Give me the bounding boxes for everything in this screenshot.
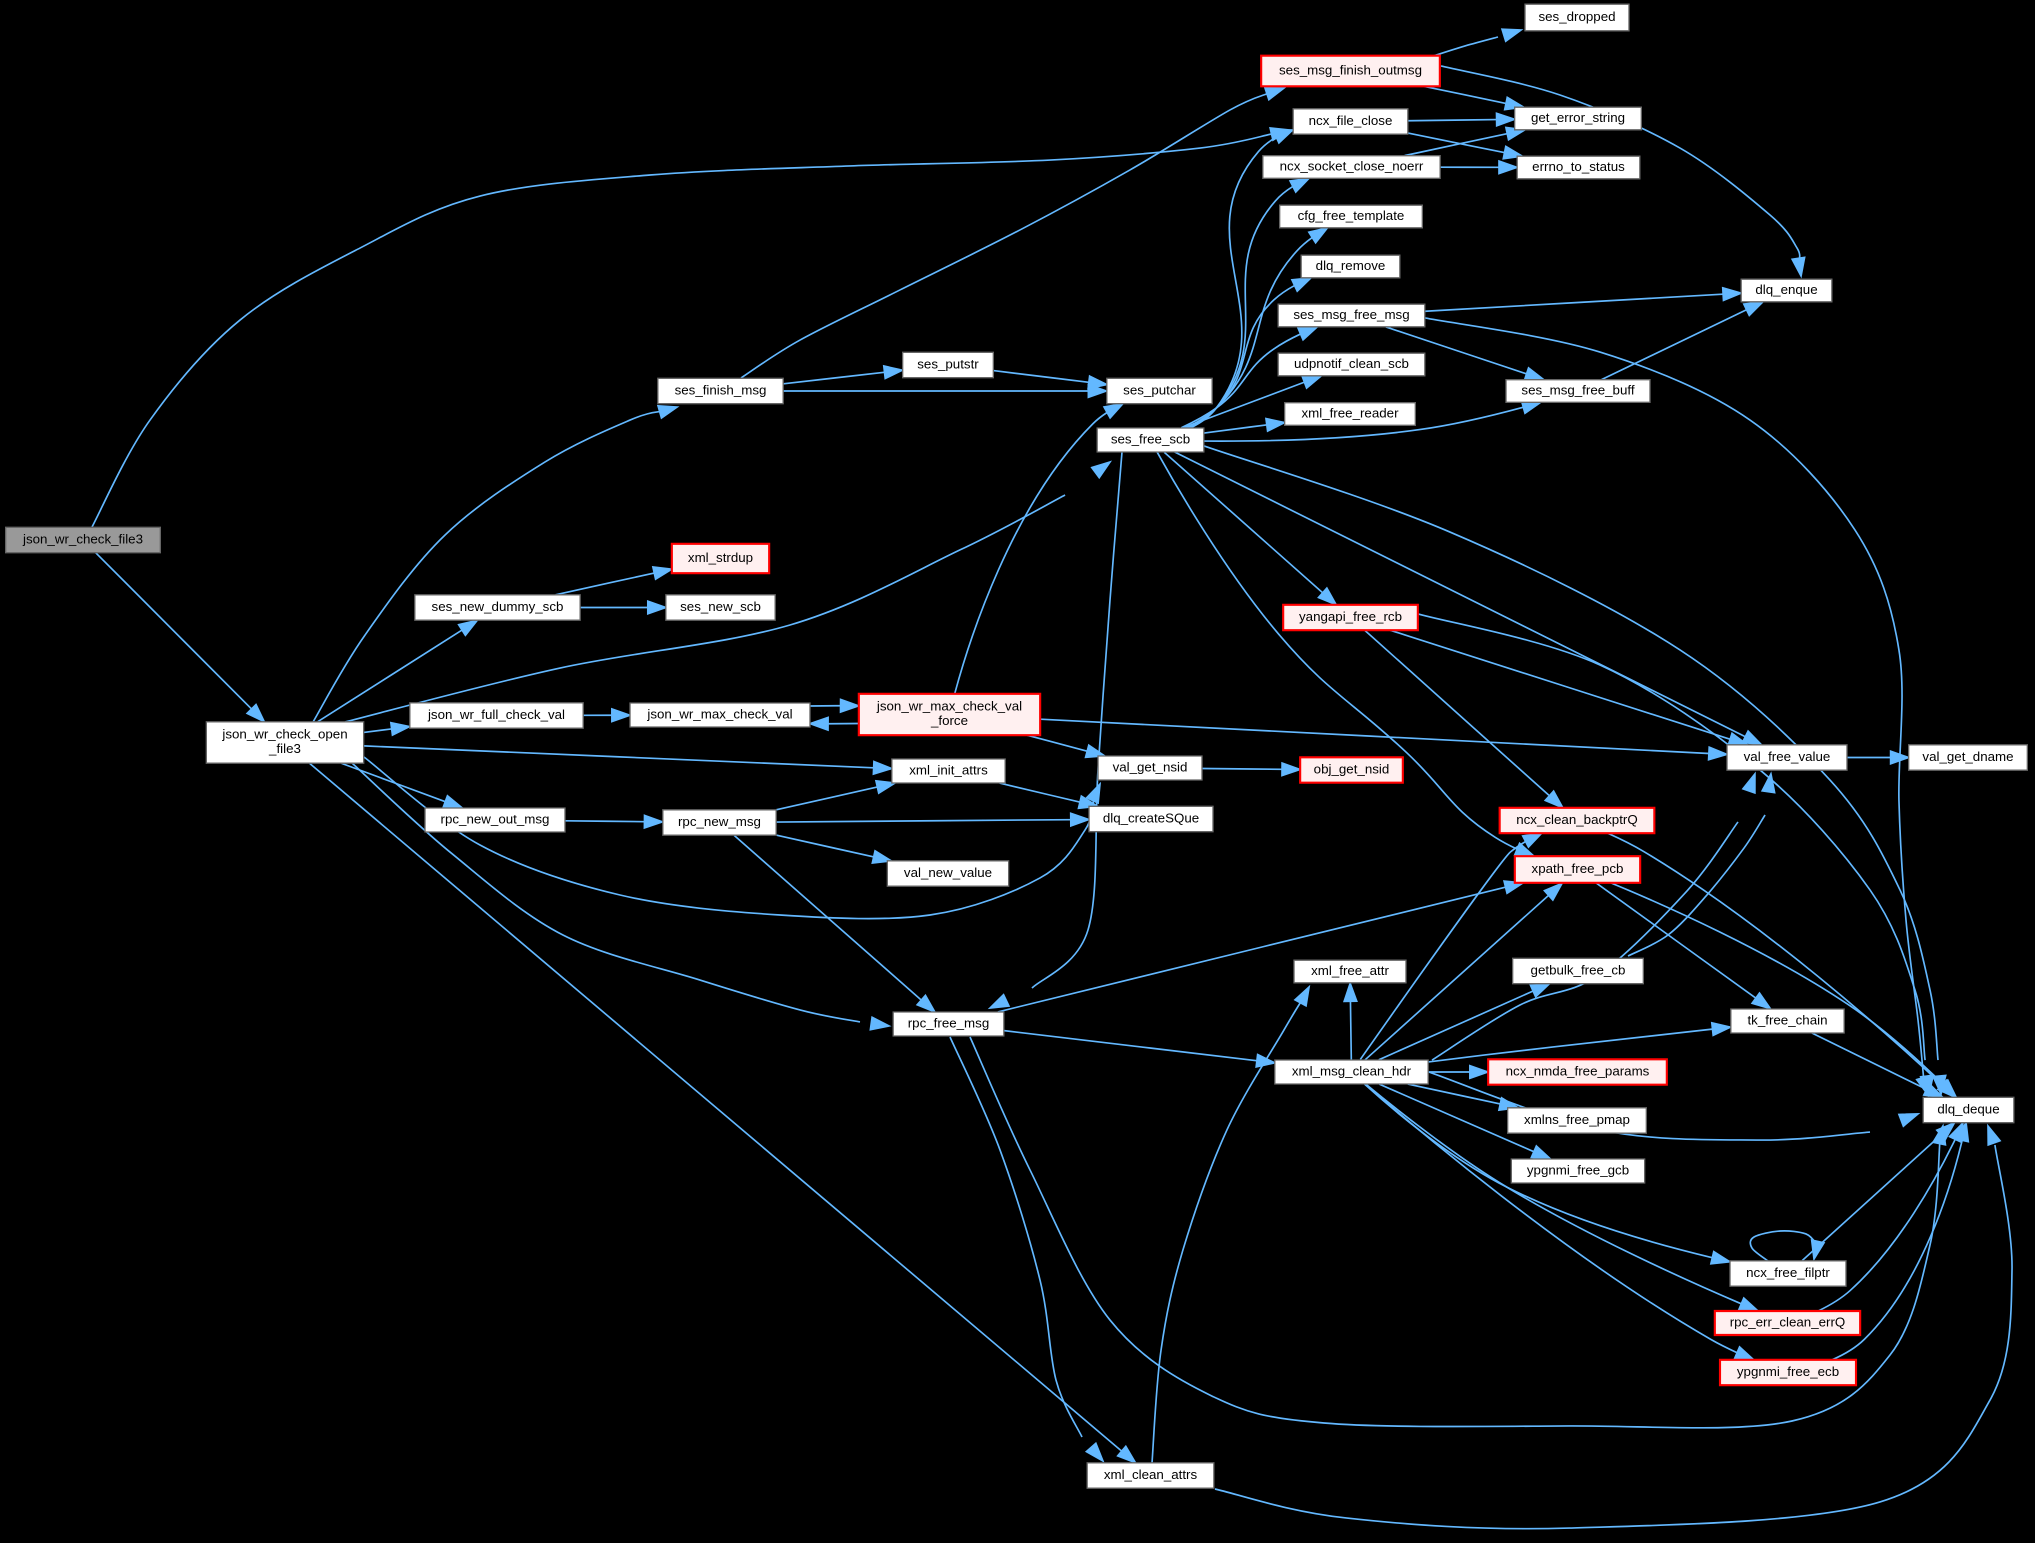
- svg-text:ses_putchar: ses_putchar: [1123, 382, 1196, 397]
- svg-text:val_free_value: val_free_value: [1744, 749, 1831, 764]
- svg-text:dlq_remove: dlq_remove: [1316, 258, 1386, 273]
- svg-text:ncx_file_close: ncx_file_close: [1309, 113, 1393, 128]
- svg-text:get_error_string: get_error_string: [1531, 110, 1625, 125]
- svg-text:json_wr_max_check_val: json_wr_max_check_val: [646, 706, 792, 721]
- svg-text:json_wr_check_open: json_wr_check_open: [221, 726, 347, 741]
- svg-text:xmlns_free_pmap: xmlns_free_pmap: [1524, 1112, 1630, 1127]
- svg-text:json_wr_full_check_val: json_wr_full_check_val: [427, 707, 565, 722]
- svg-text:rpc_free_msg: rpc_free_msg: [908, 1015, 990, 1030]
- svg-text:rpc_err_clean_errQ: rpc_err_clean_errQ: [1730, 1314, 1846, 1329]
- svg-text:xml_clean_attrs: xml_clean_attrs: [1104, 1467, 1198, 1482]
- svg-text:val_get_dname: val_get_dname: [1922, 749, 2013, 764]
- svg-text:_force: _force: [930, 713, 968, 728]
- svg-text:tk_free_chain: tk_free_chain: [1747, 1012, 1827, 1027]
- svg-text:ses_new_dummy_scb: ses_new_dummy_scb: [432, 599, 564, 614]
- svg-text:ncx_nmda_free_params: ncx_nmda_free_params: [1506, 1063, 1650, 1078]
- svg-text:ses_putstr: ses_putstr: [917, 356, 979, 371]
- svg-text:ses_msg_finish_outmsg: ses_msg_finish_outmsg: [1279, 62, 1422, 77]
- svg-text:json_wr_max_check_val: json_wr_max_check_val: [876, 698, 1022, 713]
- svg-text:rpc_new_msg: rpc_new_msg: [678, 814, 761, 829]
- svg-text:val_get_nsid: val_get_nsid: [1113, 759, 1188, 774]
- svg-text:val_new_value: val_new_value: [904, 865, 992, 880]
- svg-text:ypgnmi_free_gcb: ypgnmi_free_gcb: [1527, 1162, 1629, 1177]
- svg-text:ncx_free_filptr: ncx_free_filptr: [1746, 1265, 1830, 1280]
- svg-text:cfg_free_template: cfg_free_template: [1298, 208, 1405, 223]
- svg-text:xml_free_attr: xml_free_attr: [1311, 963, 1389, 978]
- svg-text:json_wr_check_file3: json_wr_check_file3: [22, 531, 143, 546]
- svg-text:xpath_free_pcb: xpath_free_pcb: [1532, 861, 1624, 876]
- svg-text:ncx_socket_close_noerr: ncx_socket_close_noerr: [1280, 158, 1424, 173]
- svg-text:ses_finish_msg: ses_finish_msg: [675, 382, 767, 397]
- svg-text:errno_to_status: errno_to_status: [1532, 159, 1625, 174]
- svg-text:xml_init_attrs: xml_init_attrs: [909, 762, 988, 777]
- svg-text:_file3: _file3: [268, 741, 301, 756]
- svg-text:ypgnmi_free_ecb: ypgnmi_free_ecb: [1737, 1364, 1839, 1379]
- svg-text:getbulk_free_cb: getbulk_free_cb: [1531, 962, 1626, 977]
- svg-text:obj_get_nsid: obj_get_nsid: [1314, 761, 1390, 776]
- svg-text:ncx_clean_backptrQ: ncx_clean_backptrQ: [1516, 812, 1638, 827]
- svg-text:ses_dropped: ses_dropped: [1538, 9, 1615, 24]
- svg-text:dlq_enque: dlq_enque: [1755, 282, 1817, 297]
- svg-text:ses_msg_free_msg: ses_msg_free_msg: [1293, 307, 1409, 322]
- svg-text:xml_strdup: xml_strdup: [688, 550, 753, 565]
- svg-text:xml_msg_clean_hdr: xml_msg_clean_hdr: [1292, 1063, 1412, 1078]
- svg-text:dlq_deque: dlq_deque: [1937, 1101, 1999, 1116]
- svg-text:ses_new_scb: ses_new_scb: [680, 599, 761, 614]
- svg-text:udpnotif_clean_scb: udpnotif_clean_scb: [1294, 356, 1409, 371]
- svg-text:dlq_createSQue: dlq_createSQue: [1103, 810, 1199, 825]
- svg-text:ses_free_scb: ses_free_scb: [1111, 431, 1190, 446]
- svg-text:ses_msg_free_buff: ses_msg_free_buff: [1521, 382, 1634, 397]
- svg-text:xml_free_reader: xml_free_reader: [1301, 405, 1399, 420]
- svg-text:yangapi_free_rcb: yangapi_free_rcb: [1299, 609, 1402, 624]
- svg-text:rpc_new_out_msg: rpc_new_out_msg: [441, 811, 550, 826]
